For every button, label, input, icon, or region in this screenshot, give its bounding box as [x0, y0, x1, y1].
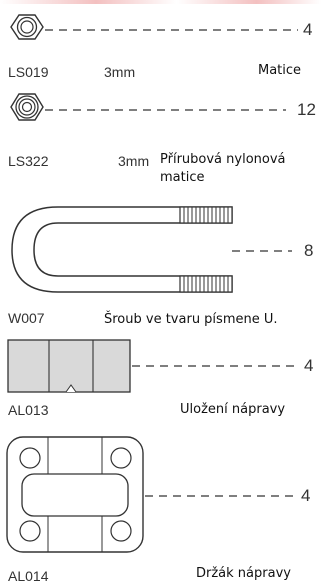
axle-bearing-icon [7, 339, 131, 393]
part-code: AL014 [8, 568, 49, 584]
hex-nut-icon [10, 14, 44, 40]
qty-label: 4 [301, 486, 311, 505]
flange-nylon-nut-icon [10, 93, 44, 121]
part-code: LS019 [8, 64, 49, 80]
qty-label: 12 [297, 100, 316, 119]
part-size: 3mm [104, 64, 136, 80]
part-size: 3mm [118, 153, 150, 169]
part-name: Přírubová nylonová matice [160, 152, 286, 185]
axle-holder-icon [6, 436, 144, 553]
part-name: Šroub ve tvaru písmene U. [104, 312, 278, 327]
top-strip [0, 0, 321, 4]
qty-label: 8 [304, 241, 314, 260]
part-name: Uložení nápravy [180, 402, 286, 417]
part-code: W007 [8, 310, 45, 326]
part-code: LS322 [8, 153, 49, 169]
u-bolt-icon [11, 206, 233, 293]
part-name: Matice [258, 63, 302, 78]
qty-label: 4 [303, 20, 313, 39]
part-code: AL013 [8, 402, 49, 418]
qty-label: 4 [304, 356, 314, 375]
part-name: Držák nápravy [196, 566, 291, 581]
